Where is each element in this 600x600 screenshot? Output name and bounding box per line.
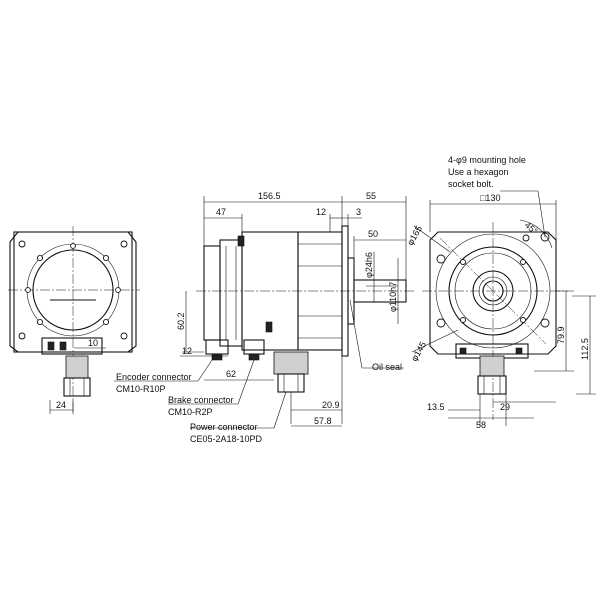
dim-45deg: 45° xyxy=(523,220,540,237)
dim-156-5: 156.5 xyxy=(258,191,281,201)
dim-55: 55 xyxy=(366,191,376,201)
power-leader xyxy=(273,391,287,429)
oil-seal-leader xyxy=(349,299,363,369)
dim-60-2: 60.2 xyxy=(176,312,186,330)
mounting-hole-leader xyxy=(537,190,546,238)
front-power-connector-nut xyxy=(477,375,507,395)
side-view: 156.5 55 47 12 3 50 φ24h6 φ110h7 60.2 12 xyxy=(114,191,416,444)
dim-square-130: □130 xyxy=(480,193,500,203)
front-screw-1 xyxy=(460,259,466,265)
side-power-connector-body xyxy=(273,351,309,375)
dim-phi-145: φ145 xyxy=(409,340,428,363)
mounting-hole-note-line1: 4-φ9 mounting hole xyxy=(448,155,526,165)
mounting-hole-note-line3: socket bolt. xyxy=(448,179,494,189)
rear-cover-screw-2 xyxy=(102,254,110,262)
dim-47: 47 xyxy=(216,207,226,217)
brake-connector-model: CM10-R2P xyxy=(168,407,213,417)
side-encoder-screw xyxy=(237,235,245,247)
side-brake-connector xyxy=(243,339,265,355)
encoder-leader xyxy=(197,359,213,382)
side-brake-connector-plug xyxy=(248,353,260,361)
rear-corner-bolt-br xyxy=(120,332,128,340)
dim-57-8: 57.8 xyxy=(314,416,332,426)
dim-phi-24h6: φ24h6 xyxy=(364,252,374,278)
rear-cover-screw-6 xyxy=(115,287,121,293)
front-corner-screw-tr xyxy=(522,234,530,242)
rear-cover-screw-4 xyxy=(102,318,110,326)
dim-79-9: 79.9 xyxy=(556,326,566,344)
rear-power-connector-nut xyxy=(63,377,91,397)
encoder-connector-label: Encoder connector xyxy=(116,372,192,382)
dim-phi-145-leader xyxy=(411,329,459,353)
rear-view: 10 24 xyxy=(8,226,140,414)
rear-corner-bolt-bl xyxy=(18,332,26,340)
rear-cover-screw-3 xyxy=(36,318,44,326)
dim-45deg-arc xyxy=(519,219,553,249)
dim-29: 29 xyxy=(500,402,510,412)
front-mounting-hole-tl xyxy=(436,254,446,264)
dim-12-bottom: 12 xyxy=(182,346,192,356)
dim-13-5: 13.5 xyxy=(427,402,445,412)
rear-corner-bolt-tr xyxy=(120,240,128,248)
front-connector-pin-2 xyxy=(515,347,523,355)
oil-seal-label: Oil seal xyxy=(372,362,402,372)
side-encoder-cap xyxy=(203,245,221,341)
front-screw-3 xyxy=(460,317,466,323)
rear-brake-connector xyxy=(59,341,67,351)
rear-encoder-connector xyxy=(47,341,55,351)
dim-phi-165-leader xyxy=(413,225,451,253)
side-encoder-connector xyxy=(205,339,229,355)
dim-20-9: 20.9 xyxy=(322,400,340,410)
power-connector-model: CE05-2A18-10PD xyxy=(190,434,263,444)
rear-connector-block xyxy=(41,337,103,355)
front-screw-2 xyxy=(520,259,526,265)
front-diagonal-centerline xyxy=(439,237,547,345)
rear-dim-10: 10 xyxy=(88,338,98,348)
brake-connector-label: Brake connector xyxy=(168,395,234,405)
dim-62: 62 xyxy=(226,369,236,379)
rear-corner-bolt-tl xyxy=(18,240,26,248)
side-encoder-connector-plug xyxy=(211,353,223,361)
power-connector-label: Power connector xyxy=(190,422,258,432)
rear-cover-screw-5 xyxy=(70,243,76,249)
front-screw-4 xyxy=(520,317,526,323)
rear-dim-24: 24 xyxy=(56,400,66,410)
rear-power-connector-body xyxy=(65,355,89,379)
dim-12-top: 12 xyxy=(316,207,326,217)
encoder-connector-model: CM10-R10P xyxy=(116,384,166,394)
mounting-hole-note-line2: Use a hexagon xyxy=(448,167,509,177)
brake-leader xyxy=(237,359,255,405)
dim-phi-165: φ165 xyxy=(405,224,424,247)
front-connector-pin-1 xyxy=(459,347,467,355)
dim-phi-110h7: φ110h7 xyxy=(388,282,398,312)
dim-3: 3 xyxy=(356,207,361,217)
front-flange-outline xyxy=(429,231,557,355)
rear-housing-chamfer xyxy=(9,231,137,353)
front-mounting-hole-br xyxy=(540,318,550,328)
rear-cover-screw-7 xyxy=(25,287,31,293)
dim-112-5: 112.5 xyxy=(580,338,590,360)
front-mounting-hole-bl xyxy=(436,318,446,328)
front-view: □130 φ165 φ145 45° 4-φ9 mounting hole Us… xyxy=(405,155,596,430)
dim-58: 58 xyxy=(476,420,486,430)
dim-50: 50 xyxy=(368,229,378,239)
front-power-connector-body xyxy=(479,355,505,377)
side-encoder-housing xyxy=(219,239,243,347)
side-bolt-head xyxy=(265,321,273,333)
rear-cover-screw-1 xyxy=(36,254,44,262)
side-power-connector-nut xyxy=(277,373,305,393)
